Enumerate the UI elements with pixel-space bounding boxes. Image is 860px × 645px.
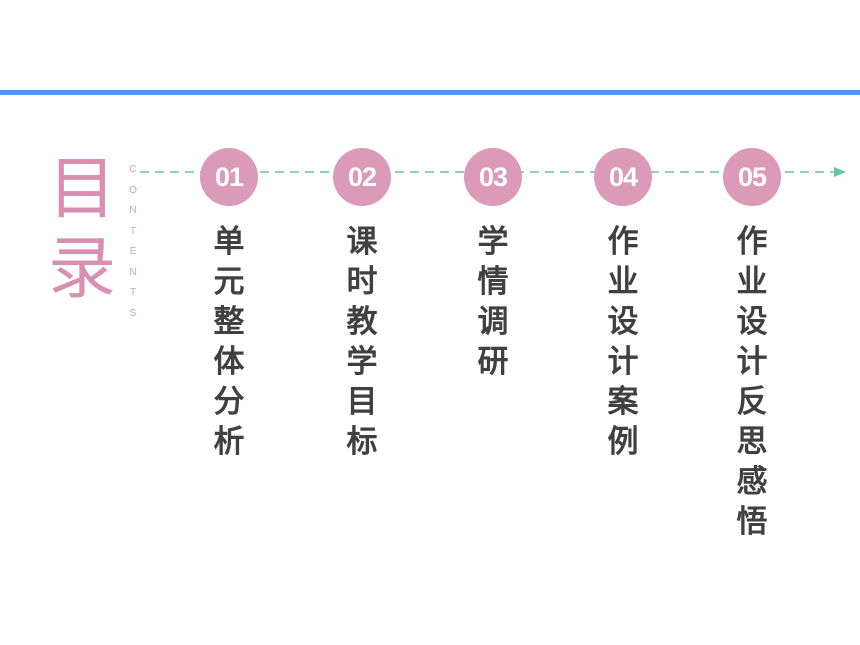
- glyph: N: [129, 205, 137, 216]
- glyph: 教: [346, 304, 378, 340]
- item-label: 作业设计反思感悟: [727, 222, 777, 542]
- glyph: 感: [736, 464, 768, 500]
- item-number-badge: 02: [333, 148, 391, 206]
- glyph: 调: [477, 304, 509, 340]
- glyph: 设: [736, 304, 768, 340]
- glyph: 案: [607, 384, 639, 420]
- glyph: 课: [346, 224, 378, 260]
- glyph: 计: [607, 344, 639, 380]
- glyph: 分: [213, 384, 245, 420]
- glyph: 情: [477, 264, 509, 300]
- glyph: 设: [607, 304, 639, 340]
- glyph: 析: [213, 424, 245, 460]
- glyph: 作: [736, 224, 768, 260]
- glyph: N: [129, 266, 137, 278]
- item-number-badge: 04: [594, 148, 652, 206]
- page-title: 目录: [42, 150, 122, 310]
- glyph: E: [129, 246, 137, 257]
- glyph: S: [129, 307, 137, 319]
- item-number-badge: 05: [723, 148, 781, 206]
- glyph: 业: [736, 264, 768, 300]
- glyph: 时: [346, 264, 378, 300]
- glyph: 业: [607, 264, 639, 300]
- glyph: 研: [477, 344, 509, 380]
- item-number-badge: 03: [464, 148, 522, 206]
- glyph: 体: [213, 344, 245, 380]
- glyph: T: [129, 287, 137, 298]
- glyph: 反: [736, 384, 768, 420]
- glyph: 例: [607, 424, 639, 460]
- item-label: 单元整体分析: [204, 222, 254, 462]
- glyph: T: [129, 225, 137, 237]
- item-label: 作业设计案例: [598, 222, 648, 462]
- glyph: 元: [213, 264, 245, 300]
- glyph: 思: [736, 424, 768, 460]
- glyph: 标: [346, 424, 378, 460]
- glyph: 目: [346, 384, 378, 420]
- glyph: O: [129, 184, 137, 196]
- timeline-arrow-icon: [834, 167, 846, 177]
- glyph: 学: [346, 344, 378, 380]
- item-number-badge: 01: [200, 148, 258, 206]
- glyph: 悟: [736, 504, 768, 540]
- glyph: C: [129, 164, 137, 175]
- glyph: 作: [607, 224, 639, 260]
- glyph: 目: [47, 150, 116, 229]
- glyph: 整: [213, 304, 245, 340]
- item-label: 学情调研: [468, 222, 518, 382]
- glyph: 计: [736, 344, 768, 380]
- item-label: 课时教学目标: [337, 222, 387, 462]
- glyph: 学: [477, 224, 509, 260]
- glyph: 单: [213, 224, 245, 260]
- top-divider-bar: [0, 90, 860, 95]
- glyph: 录: [47, 230, 116, 309]
